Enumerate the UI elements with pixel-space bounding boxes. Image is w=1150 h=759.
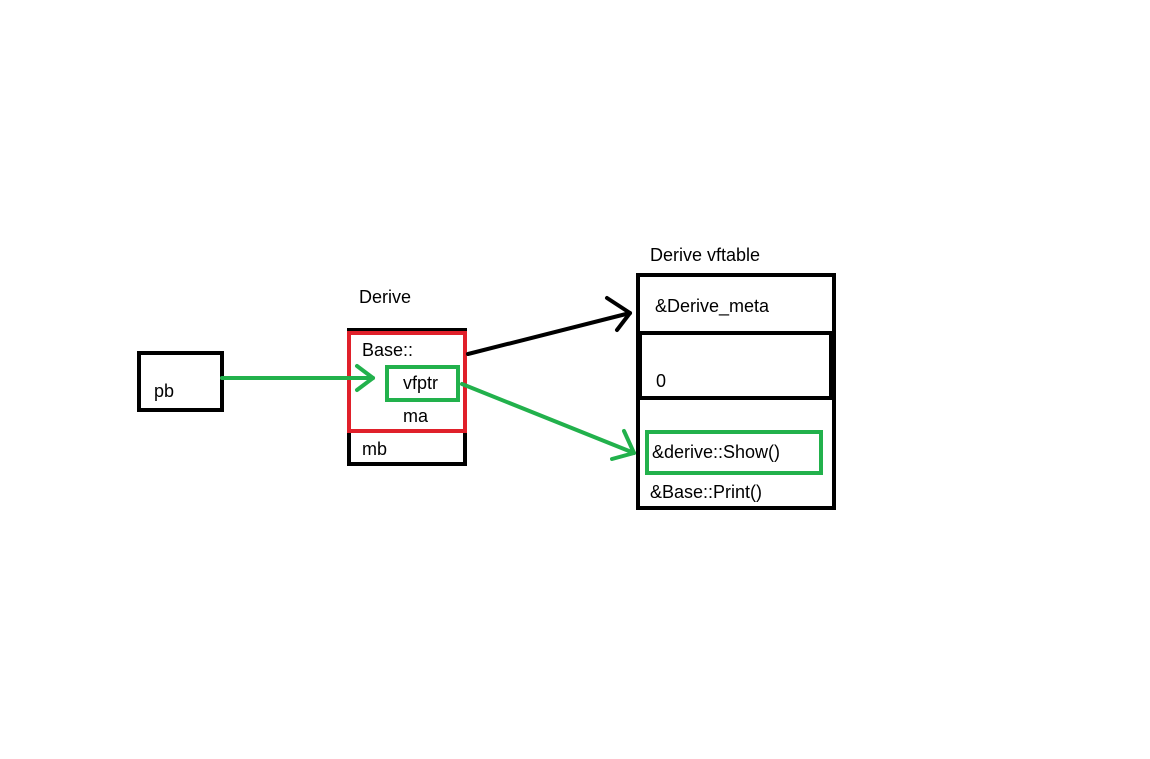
vftable-side-thick-right	[829, 333, 835, 398]
vftable-row-derive-meta: &Derive_meta	[655, 296, 770, 316]
ma-label: ma	[403, 406, 429, 426]
base-label: Base::	[362, 340, 414, 360]
vfptr-to-show-arrow	[460, 382, 636, 461]
show-entry-highlight	[645, 430, 823, 475]
vftable-divider-1	[636, 331, 836, 335]
vfptr-label: vfptr	[403, 373, 439, 393]
vftable-row-show: &derive::Show()	[652, 442, 781, 462]
vfptr-box	[385, 365, 460, 402]
vftable-divider-2	[636, 396, 836, 400]
object-to-vftable-arrow	[466, 296, 632, 356]
pointer-box	[137, 351, 224, 412]
base-subobject-box	[347, 331, 467, 433]
pointer-label: pb	[154, 381, 175, 401]
mb-label: mb	[362, 439, 388, 459]
vftable-row-zero: 0	[656, 371, 667, 391]
object-title: Derive	[359, 287, 412, 307]
vftable-title: Derive vftable	[650, 245, 761, 265]
vftable-side-thick-left	[636, 333, 642, 398]
pb-to-vfptr-arrow	[220, 364, 375, 392]
vftable-row-print: &Base::Print()	[650, 482, 763, 502]
